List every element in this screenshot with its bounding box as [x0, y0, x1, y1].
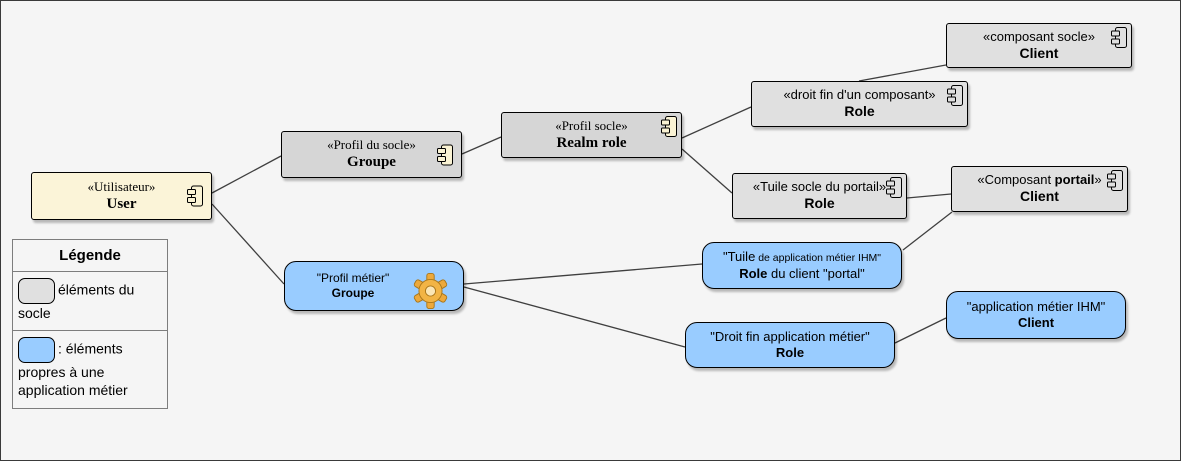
legend-item-socle: éléments du socle: [13, 272, 167, 330]
node-client-socle: «composant socle» Client: [946, 23, 1132, 68]
node-role-droit-fin-name: Role: [844, 103, 875, 120]
node-groupe-metier: "Profil métier" Groupe: [284, 261, 464, 311]
node-user: «Utilisateur» User: [31, 172, 212, 220]
node-role-droit-fin: «droit fin d'un composant» Role: [751, 81, 968, 127]
component-icon: [1107, 170, 1123, 191]
node-client-portail-name: Client: [1020, 188, 1059, 205]
node-groupe-socle: «Profil du socle» Groupe: [281, 131, 462, 178]
gear-icon: [413, 272, 448, 310]
node-role-client-portal: "Tuile de application métier IHM" Role d…: [702, 242, 902, 289]
edge-role-droit-fin-client-socle: [858, 64, 947, 82]
node-client-portail-stereotype: «Composant portail»: [977, 172, 1102, 188]
node-role-tuile-socle: «Tuile socle du portail» Role: [732, 173, 907, 219]
node-groupe-metier-name: Groupe: [331, 286, 375, 300]
node-realm-role: «Profil socle» Realm role: [501, 112, 682, 158]
node-client-metier-title: "application métier IHM": [966, 298, 1106, 314]
edge-realm-role-role-tuile-socle: [681, 148, 733, 194]
component-icon: [947, 85, 963, 106]
legend-swatch-metier: [18, 337, 55, 364]
edge-user-groupe-metier: [211, 203, 285, 285]
legend-title: Légende: [13, 240, 167, 272]
edge-role-tuile-socle-client-portail: [906, 193, 952, 199]
component-icon: [187, 185, 203, 207]
node-role-client-portal-name: Role du client "portal": [739, 265, 865, 281]
node-role-droit-metier-name: Role: [775, 345, 805, 360]
node-groupe-metier-title: "Profil métier": [316, 271, 390, 285]
node-role-droit-fin-stereotype: «droit fin d'un composant»: [783, 87, 936, 103]
edge-groupe-socle-realm-role: [461, 136, 502, 155]
legend-swatch-socle: [18, 278, 55, 304]
node-role-client-portal-title: "Tuile de application métier IHM": [722, 249, 881, 265]
edge-role-client-portal-client-portail: [902, 211, 953, 251]
edge-realm-role-role-droit-fin: [681, 106, 752, 139]
edge-groupe-metier-role-client-portal: [463, 263, 703, 285]
legend-label-socle: éléments du socle: [18, 281, 135, 321]
legend-label-metier: : éléments propres à une application mét…: [18, 340, 128, 399]
node-client-portail: «Composant portail» Client: [951, 166, 1128, 212]
edge-groupe-metier-role-droit-metier: [463, 286, 686, 348]
component-icon: [1111, 27, 1127, 48]
node-role-droit-metier-title: "Droit fin application métier": [710, 328, 870, 344]
legend-item-metier: : éléments propres à une application mét…: [13, 330, 167, 407]
component-icon: [661, 116, 677, 137]
node-client-metier-name: Client: [1017, 315, 1055, 330]
node-role-tuile-socle-name: Role: [804, 195, 835, 212]
edge-user-groupe-socle: [211, 155, 282, 194]
node-client-metier: "application métier IHM" Client: [946, 291, 1126, 339]
node-role-droit-metier: "Droit fin application métier" Role: [685, 322, 895, 368]
node-groupe-socle-stereotype: «Profil du socle»: [327, 137, 416, 152]
node-user-name: User: [106, 195, 137, 212]
component-icon: [437, 144, 453, 165]
node-role-tuile-socle-stereotype: «Tuile socle du portail»: [752, 179, 887, 195]
legend: Légende éléments du socle : éléments pro…: [12, 239, 168, 409]
node-user-stereotype: «Utilisateur»: [87, 178, 156, 194]
node-realm-role-stereotype: «Profil socle»: [555, 117, 628, 133]
edge-role-droit-metier-client-metier: [894, 317, 947, 344]
node-client-socle-stereotype: «composant socle»: [982, 28, 1095, 44]
node-realm-role-name: Realm role: [556, 134, 627, 151]
node-groupe-socle-name: Groupe: [347, 154, 396, 171]
node-client-socle-name: Client: [1019, 44, 1059, 61]
component-icon: [886, 177, 902, 198]
